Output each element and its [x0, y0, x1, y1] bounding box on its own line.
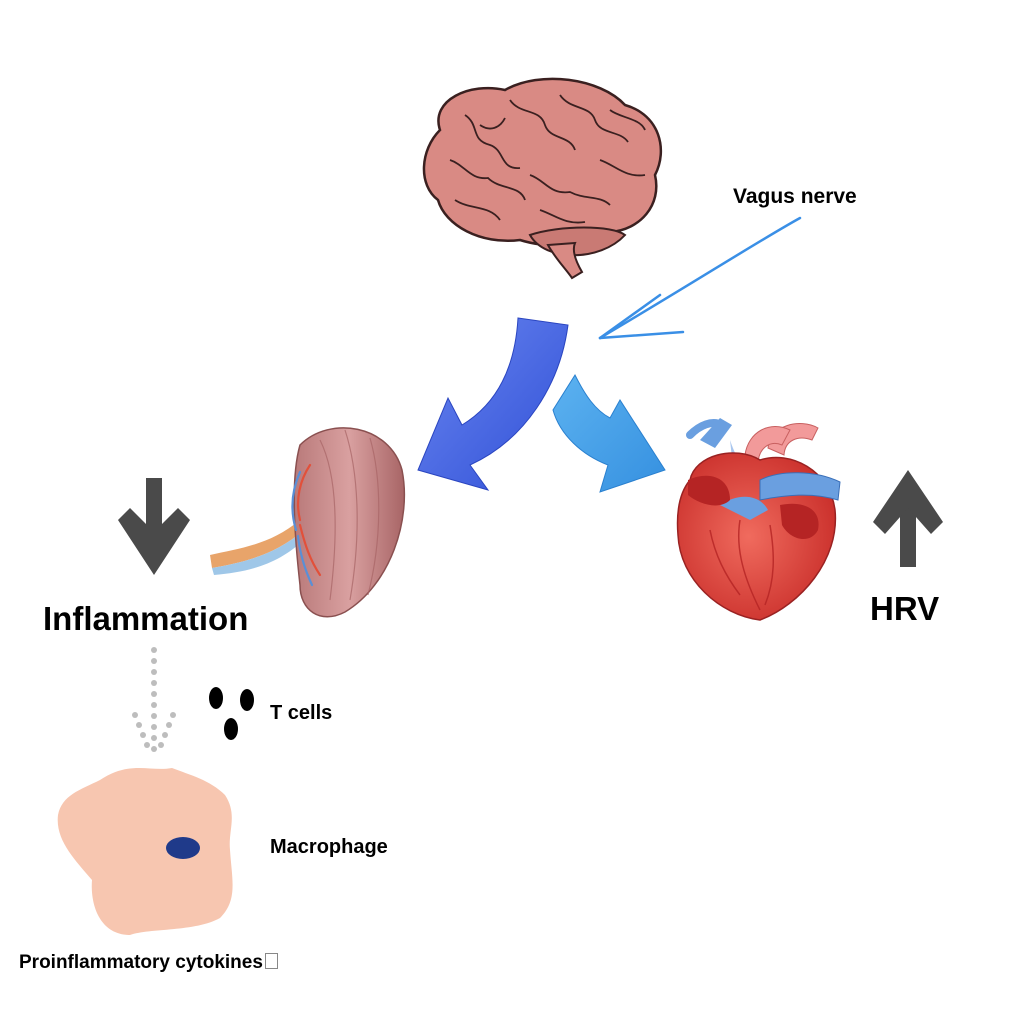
t-cells-label: T cells [270, 702, 333, 724]
vagus-nerve-line [598, 216, 802, 340]
macrophage-nucleus [166, 837, 200, 859]
brain-icon [422, 77, 663, 280]
t-cell-dots-icon [209, 687, 254, 740]
curved-arrow-to-spleen [417, 317, 569, 491]
proinflammatory-cytokines-caption: Proinflammatory cytokines [19, 953, 278, 972]
curved-arrow-to-heart [552, 373, 666, 493]
up-arrow-icon [873, 470, 943, 567]
macrophage-label: Macrophage [270, 836, 388, 858]
spleen-icon [210, 427, 406, 618]
heart-icon [676, 418, 841, 621]
inflammation-label: Inflammation [43, 600, 249, 637]
dotted-arrow-icon [132, 647, 176, 752]
down-arrow-icon [118, 478, 190, 575]
vagus-nerve-label: Vagus nerve [733, 185, 857, 208]
missing-glyph-box [264, 953, 278, 969]
hrv-label: HRV [870, 590, 940, 627]
proinflammatory-cytokines-label: Proinflammatory cytokines [19, 952, 263, 973]
macrophage-cell-icon [57, 768, 233, 935]
